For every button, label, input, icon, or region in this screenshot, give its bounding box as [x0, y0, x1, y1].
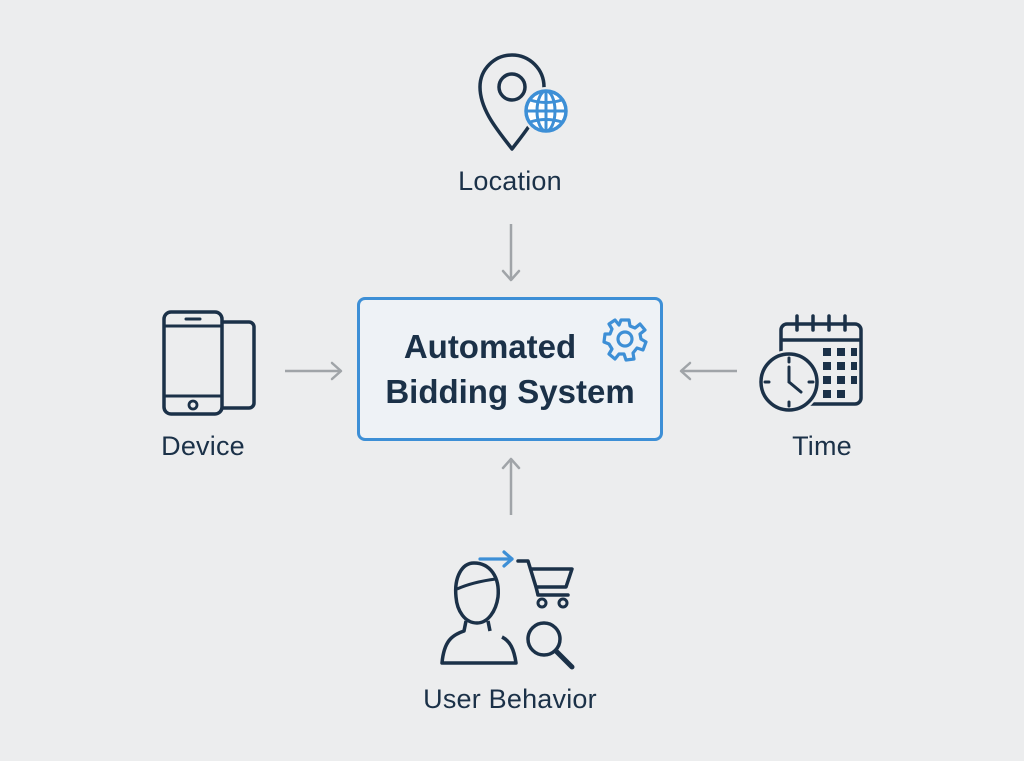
device-label: Device — [161, 431, 245, 461]
arrow-time-to-center — [679, 361, 737, 381]
arrow-location-to-center — [501, 224, 521, 282]
clock-calendar-icon — [757, 314, 863, 414]
location-label: Location — [458, 166, 562, 196]
user-behavior-label: User Behavior — [423, 684, 597, 714]
automated-bidding-system-box: Automated Bidding System — [357, 297, 663, 441]
center-title-line1: Automated — [403, 328, 577, 365]
mobile-devices-icon — [162, 310, 256, 416]
location-globe-icon — [478, 53, 570, 151]
device-node — [140, 300, 280, 480]
gear-icon — [602, 318, 648, 362]
user-behavior-node — [430, 545, 590, 675]
arrow-user-behavior-to-center — [501, 457, 521, 515]
time-label: Time — [792, 431, 852, 461]
location-node — [440, 45, 590, 205]
arrow-device-to-center — [285, 361, 343, 381]
center-title-line2: Bidding System — [385, 373, 635, 410]
time-node — [745, 300, 885, 480]
user-cart-search-icon — [440, 550, 575, 670]
